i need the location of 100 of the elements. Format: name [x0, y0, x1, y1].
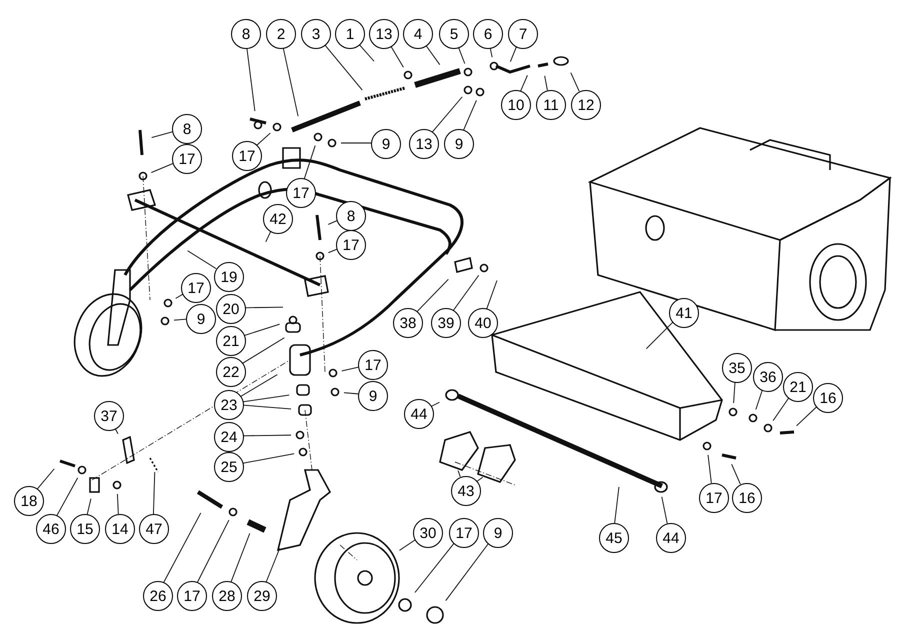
- callout-number: 21: [216, 326, 246, 356]
- leader-line: [570, 72, 580, 92]
- callout-number: 9: [371, 129, 401, 159]
- callout-number: 44: [656, 523, 686, 553]
- leader-line: [731, 464, 741, 485]
- callout-number: 38: [393, 308, 423, 338]
- callout-number: 17: [172, 144, 202, 174]
- callout-number: 20: [216, 294, 246, 324]
- leader-line: [304, 145, 316, 180]
- callout-number: 25: [214, 452, 244, 482]
- callout-number: 45: [599, 523, 629, 553]
- callout-number: 17: [177, 581, 207, 611]
- leader-line: [265, 230, 272, 242]
- leader-line: [196, 520, 230, 583]
- callout-number: 17: [449, 518, 479, 548]
- leader-line: [796, 406, 818, 426]
- leader-line: [733, 380, 736, 404]
- leader-line: [150, 162, 174, 173]
- leader-line: [614, 486, 620, 524]
- leader-line: [458, 470, 461, 478]
- callout-number: 18: [14, 486, 44, 516]
- leader-line: [344, 392, 358, 394]
- leader-line: [432, 96, 463, 133]
- leader-line: [256, 132, 271, 146]
- leader-line: [445, 542, 490, 602]
- leader-line: [116, 494, 119, 514]
- callout-number: 2: [266, 19, 296, 49]
- leader-line: [242, 324, 280, 336]
- leader-line: [510, 46, 518, 62]
- callout-number: 39: [431, 308, 461, 338]
- callout-number: 28: [212, 581, 242, 611]
- callout-number: 5: [439, 19, 469, 49]
- leader-line: [486, 280, 498, 310]
- callout-number: 17: [181, 273, 211, 303]
- callout-number: 17: [286, 178, 316, 208]
- leader-line: [36, 468, 55, 490]
- leader-line: [341, 366, 359, 372]
- callout-number: 16: [813, 383, 843, 413]
- callout-number: 1: [335, 19, 365, 49]
- leader-line: [520, 74, 528, 92]
- leader-line: [708, 454, 712, 484]
- callout-number: 17: [358, 350, 388, 380]
- leader-line: [187, 250, 217, 270]
- callout-number: 43: [451, 476, 481, 506]
- callout-number: 44: [404, 399, 434, 429]
- callout-number: 29: [247, 581, 277, 611]
- callout-number: 9: [358, 381, 388, 411]
- callout-number: 11: [536, 90, 566, 120]
- leader-line: [86, 498, 92, 515]
- callout-number: 13: [409, 129, 439, 159]
- callout-number: 8: [231, 19, 261, 49]
- callout-number: 24: [214, 422, 244, 452]
- leader-line: [646, 321, 674, 350]
- callout-number: 40: [468, 308, 498, 338]
- callout-number: 7: [508, 19, 538, 49]
- leader-line: [463, 100, 477, 131]
- callout-number: 23: [214, 390, 244, 420]
- leader-line: [452, 274, 480, 312]
- leader-line: [163, 512, 202, 584]
- leader-line: [390, 44, 404, 68]
- callout-number: 35: [722, 353, 752, 383]
- leader-line: [414, 542, 455, 593]
- leader-line: [323, 43, 363, 91]
- leader-line: [328, 248, 338, 254]
- callout-number: 41: [669, 298, 699, 328]
- callout-number: 15: [70, 514, 100, 544]
- callout-number: 9: [186, 304, 216, 334]
- callout-number: 46: [36, 514, 66, 544]
- leader-line: [424, 44, 440, 66]
- callout-number: 21: [783, 372, 813, 402]
- callout-number: 6: [473, 19, 503, 49]
- callout-number: 17: [232, 141, 262, 171]
- leader-line: [152, 472, 156, 514]
- callout-number: 9: [483, 518, 513, 548]
- callout-number: 14: [105, 514, 135, 544]
- callout-number: 4: [403, 19, 433, 49]
- leader-line: [230, 532, 250, 582]
- callout-number: 19: [214, 262, 244, 292]
- leader-line: [661, 496, 668, 524]
- callout-number: 37: [94, 401, 124, 431]
- leader-line: [241, 337, 285, 364]
- callout-number: 36: [753, 362, 783, 392]
- leader-line: [340, 142, 372, 144]
- leader-line: [266, 548, 280, 582]
- callout-number: 16: [732, 483, 762, 513]
- leader-line: [240, 374, 278, 398]
- leader-line: [151, 131, 173, 138]
- callout-number: 8: [336, 201, 366, 231]
- leader-line: [358, 43, 374, 62]
- leader-line: [416, 278, 449, 312]
- callout-number: 30: [413, 518, 443, 548]
- leader-line: [544, 75, 548, 91]
- callout-number: 8: [172, 114, 202, 144]
- leader-line: [328, 220, 338, 225]
- callout-number: 42: [263, 204, 293, 234]
- callout-number: 47: [139, 514, 169, 544]
- callout-number: 26: [143, 581, 173, 611]
- callout-number: 17: [699, 483, 729, 513]
- callout-number: 22: [216, 357, 246, 387]
- leader-line: [56, 477, 78, 516]
